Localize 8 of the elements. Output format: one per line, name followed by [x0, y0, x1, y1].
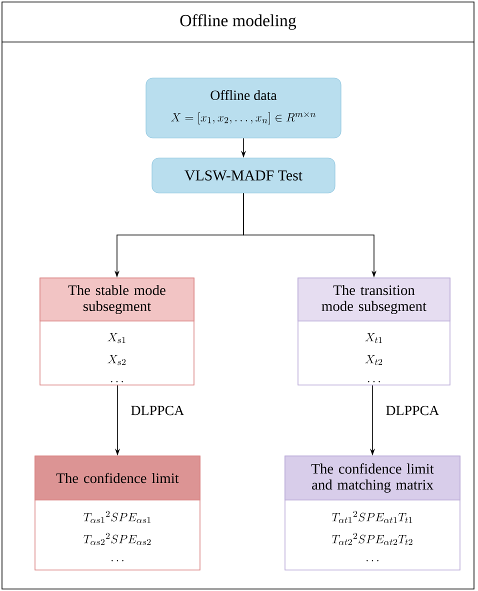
process-box: Offline data $X=\left[x_{1},x_{2},\ldots,x_{n}\right]\in R^{m\times n}$: [146, 78, 342, 138]
edge-label: DLPPCA: [384, 404, 440, 416]
process-box: The confidence limit and matching matrix $T_{\alpha t1}{}^{2}SPE_{\alpha t1}T_{t1}$ $T_{\alpha t2}{}^{2}SPE_{\alpha t2}T_{t2}$ $\cdots$: [284, 456, 460, 570]
process-box: The transition mode subsegment $X_{t1}$ $X_{t2}$ $\cdots$: [298, 278, 450, 386]
edge-label: DLPPCA: [130, 404, 186, 416]
process-box: The stable mode subsegment $X_{s1}$ $X_{s2}$ $\cdots$: [40, 278, 194, 386]
process-box: The confidence limit $T_{\alpha s1}{}^{2}SPE_{\alpha s1}$ $T_{\alpha s2}{}^{2}SPE_{\alpha s2}$ $\cdots$: [34, 456, 200, 570]
process-box: VLSW-MADF Test: [152, 158, 336, 194]
